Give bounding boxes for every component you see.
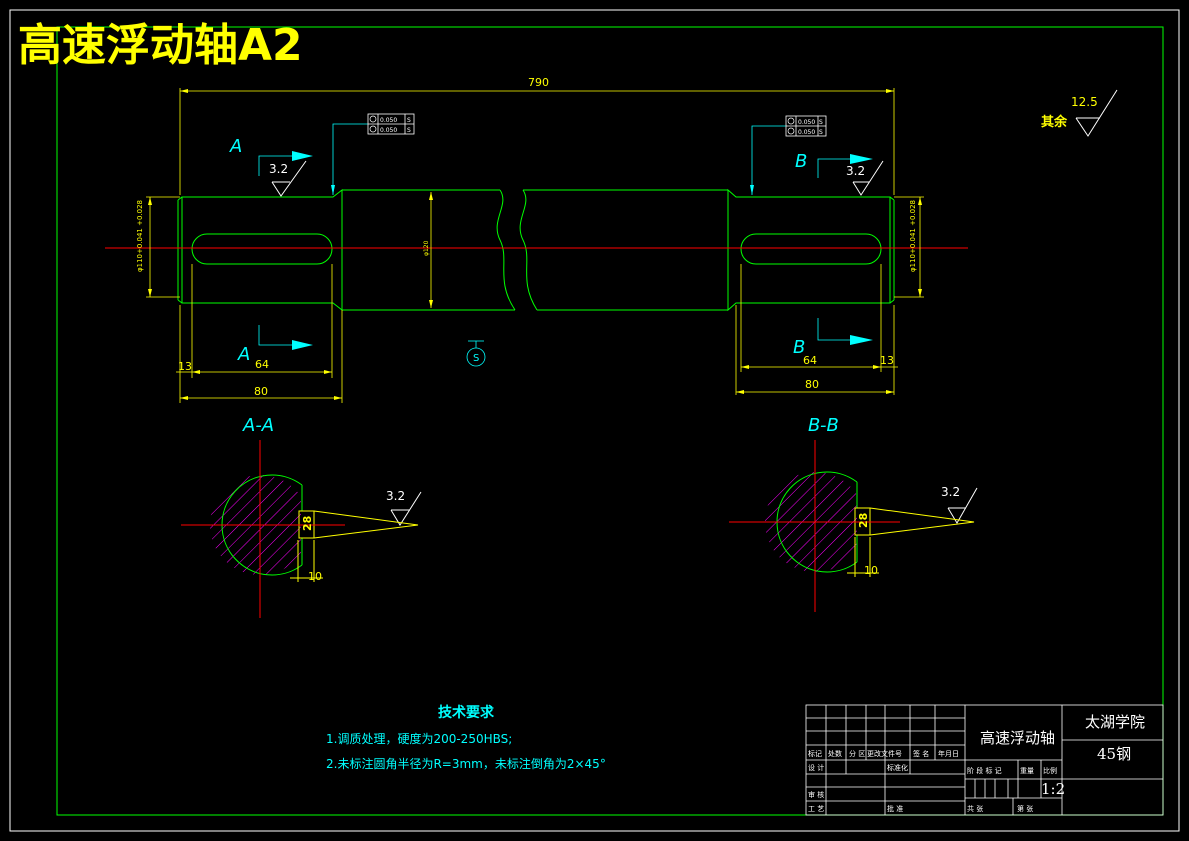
right-journal-dim: 80: [805, 378, 819, 391]
key-depth-b: 10: [864, 564, 878, 577]
key-width-b: 28: [857, 513, 870, 528]
outer-border: [9, 9, 1180, 832]
right-offset-dim: 13: [880, 354, 894, 367]
roughness-right: 3.2: [846, 164, 865, 178]
section-title-b: B-B: [808, 415, 839, 436]
overall-length-dim: 790: [528, 76, 549, 89]
left-journal-dim: 80: [254, 385, 268, 398]
tb-sheet-no: 第 张: [1017, 804, 1033, 813]
tb-weight: 重量: [1020, 767, 1034, 775]
left-offset-dim: 13: [178, 360, 192, 373]
body-diameter-dim: φ120: [423, 240, 430, 256]
tb-review: 审 核: [808, 790, 824, 799]
tol-right-row2: 0.050: [798, 129, 815, 136]
datum-symbol: S: [473, 353, 479, 364]
tb-date: 年月日: [938, 749, 959, 758]
section-mark-b-top: B: [795, 151, 807, 172]
tb-zone: 分 区: [849, 749, 865, 758]
tb-school: 太湖学院: [1085, 713, 1145, 731]
tol-left-row1: 0.050: [380, 117, 397, 124]
tb-design: 设 计: [808, 763, 824, 772]
section-title-a: A-A: [242, 415, 274, 436]
tb-sign: 签 名: [913, 749, 929, 758]
key-width-a: 28: [301, 516, 314, 531]
runout-icon: [369, 115, 795, 135]
roughness-section-b: 3.2: [941, 485, 960, 499]
left-diameter-dim: φ110+0.041 +0.028: [136, 200, 144, 272]
section-mark-a-bottom: A: [237, 344, 250, 365]
tb-count: 处数: [828, 749, 842, 758]
right-keyway-dim: 64: [803, 354, 817, 367]
tol-left-datum1: S: [407, 117, 411, 124]
drawing-title: 高速浮动轴A2: [18, 20, 303, 71]
dimension-arrows: [148, 89, 922, 400]
tb-sheets-total: 共 张: [967, 804, 983, 813]
tb-scale: 1:2: [1041, 780, 1065, 798]
tech-req-item2: 2.未标注圆角半径为R=3mm，未标注倒角为2×45°: [326, 756, 606, 771]
tb-process: 工 艺: [808, 805, 824, 813]
tb-part-name: 高速浮动轴: [980, 729, 1055, 747]
roughness-symbols: [271, 89, 1118, 526]
roughness-left: 3.2: [269, 162, 288, 176]
key-depth-a: 10: [308, 570, 322, 583]
inner-border: [56, 26, 1164, 816]
shaft-front-view: [177, 188, 895, 312]
tol-right-datum2: S: [819, 129, 823, 136]
left-keyway-dim: 64: [255, 358, 269, 371]
section-mark-a-top: A: [229, 136, 242, 157]
tol-right-row1: 0.050: [798, 119, 815, 126]
section-view-b: [729, 440, 975, 612]
tb-change-no: 更改文件号: [867, 749, 902, 758]
title-block: [805, 704, 1164, 816]
tech-req-item1: 1.调质处理，硬度为200-250HBS;: [326, 731, 512, 746]
roughness-section-a: 3.2: [386, 489, 405, 503]
tb-mark: 标记: [808, 749, 822, 758]
roughness-other-value: 12.5: [1071, 95, 1098, 109]
right-diameter-dim: φ110+0.041 +0.028: [909, 200, 917, 272]
dimension-lines: [146, 88, 924, 403]
tol-left-row2: 0.050: [380, 127, 397, 134]
roughness-other-label: 其余: [1041, 114, 1068, 130]
tol-left-datum2: S: [407, 127, 411, 134]
section-mark-b-bottom: B: [793, 337, 805, 358]
tolerance-leaders: [258, 113, 850, 367]
section-arrows: [292, 151, 873, 350]
section-view-a: [181, 440, 419, 618]
tb-approve: 批 准: [887, 804, 903, 813]
tol-right-datum1: S: [819, 119, 823, 126]
tb-material: 45钢: [1097, 745, 1131, 763]
tb-standardize: 标准化: [887, 763, 908, 772]
tb-stage-mark: 阶 段 标 记: [967, 766, 1002, 775]
tb-ratio: 比例: [1043, 766, 1057, 775]
tech-req-heading: 技术要求: [438, 704, 495, 721]
